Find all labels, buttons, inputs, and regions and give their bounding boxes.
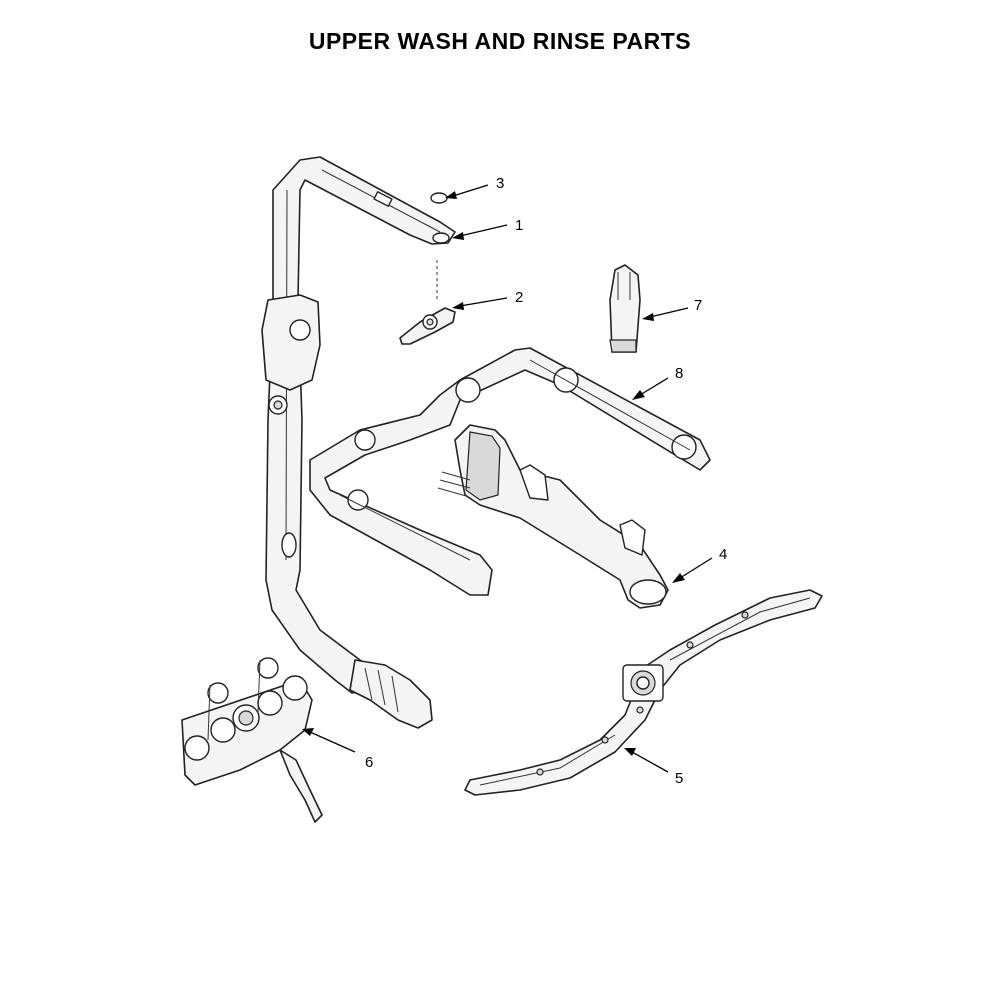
diagram-title: UPPER WASH AND RINSE PARTS	[308, 28, 692, 54]
callout-3: 3	[496, 175, 504, 192]
callout-leader-2	[452, 297, 508, 310]
callout-6: 6	[365, 754, 373, 771]
callout-leader-7	[642, 307, 689, 321]
part-6-nozzle-manifold[interactable]	[181, 657, 323, 823]
callout-leader-4	[672, 557, 713, 583]
part-8-spray-frame[interactable]	[309, 347, 711, 596]
callout-leader-1	[452, 224, 508, 240]
callout-4: 4	[719, 546, 727, 563]
callout-1: 1	[515, 217, 523, 234]
part-4-spray-conduit[interactable]	[437, 424, 669, 609]
part-3-cap[interactable]	[430, 192, 448, 204]
part-7-clip[interactable]	[609, 264, 641, 353]
callout-leader-6	[302, 728, 356, 753]
callout-5: 5	[675, 770, 683, 787]
part-2-mounting-plate[interactable]	[399, 307, 456, 345]
callout-leader-5	[624, 748, 669, 773]
part-1-manifold-tube[interactable]	[261, 156, 456, 729]
callout-8: 8	[675, 365, 683, 382]
callout-2: 2	[515, 289, 523, 306]
callout-leader-3	[445, 184, 489, 199]
part-5-spray-arm[interactable]	[464, 589, 823, 796]
callout-7: 7	[694, 297, 702, 314]
callout-leader-8	[632, 377, 669, 400]
